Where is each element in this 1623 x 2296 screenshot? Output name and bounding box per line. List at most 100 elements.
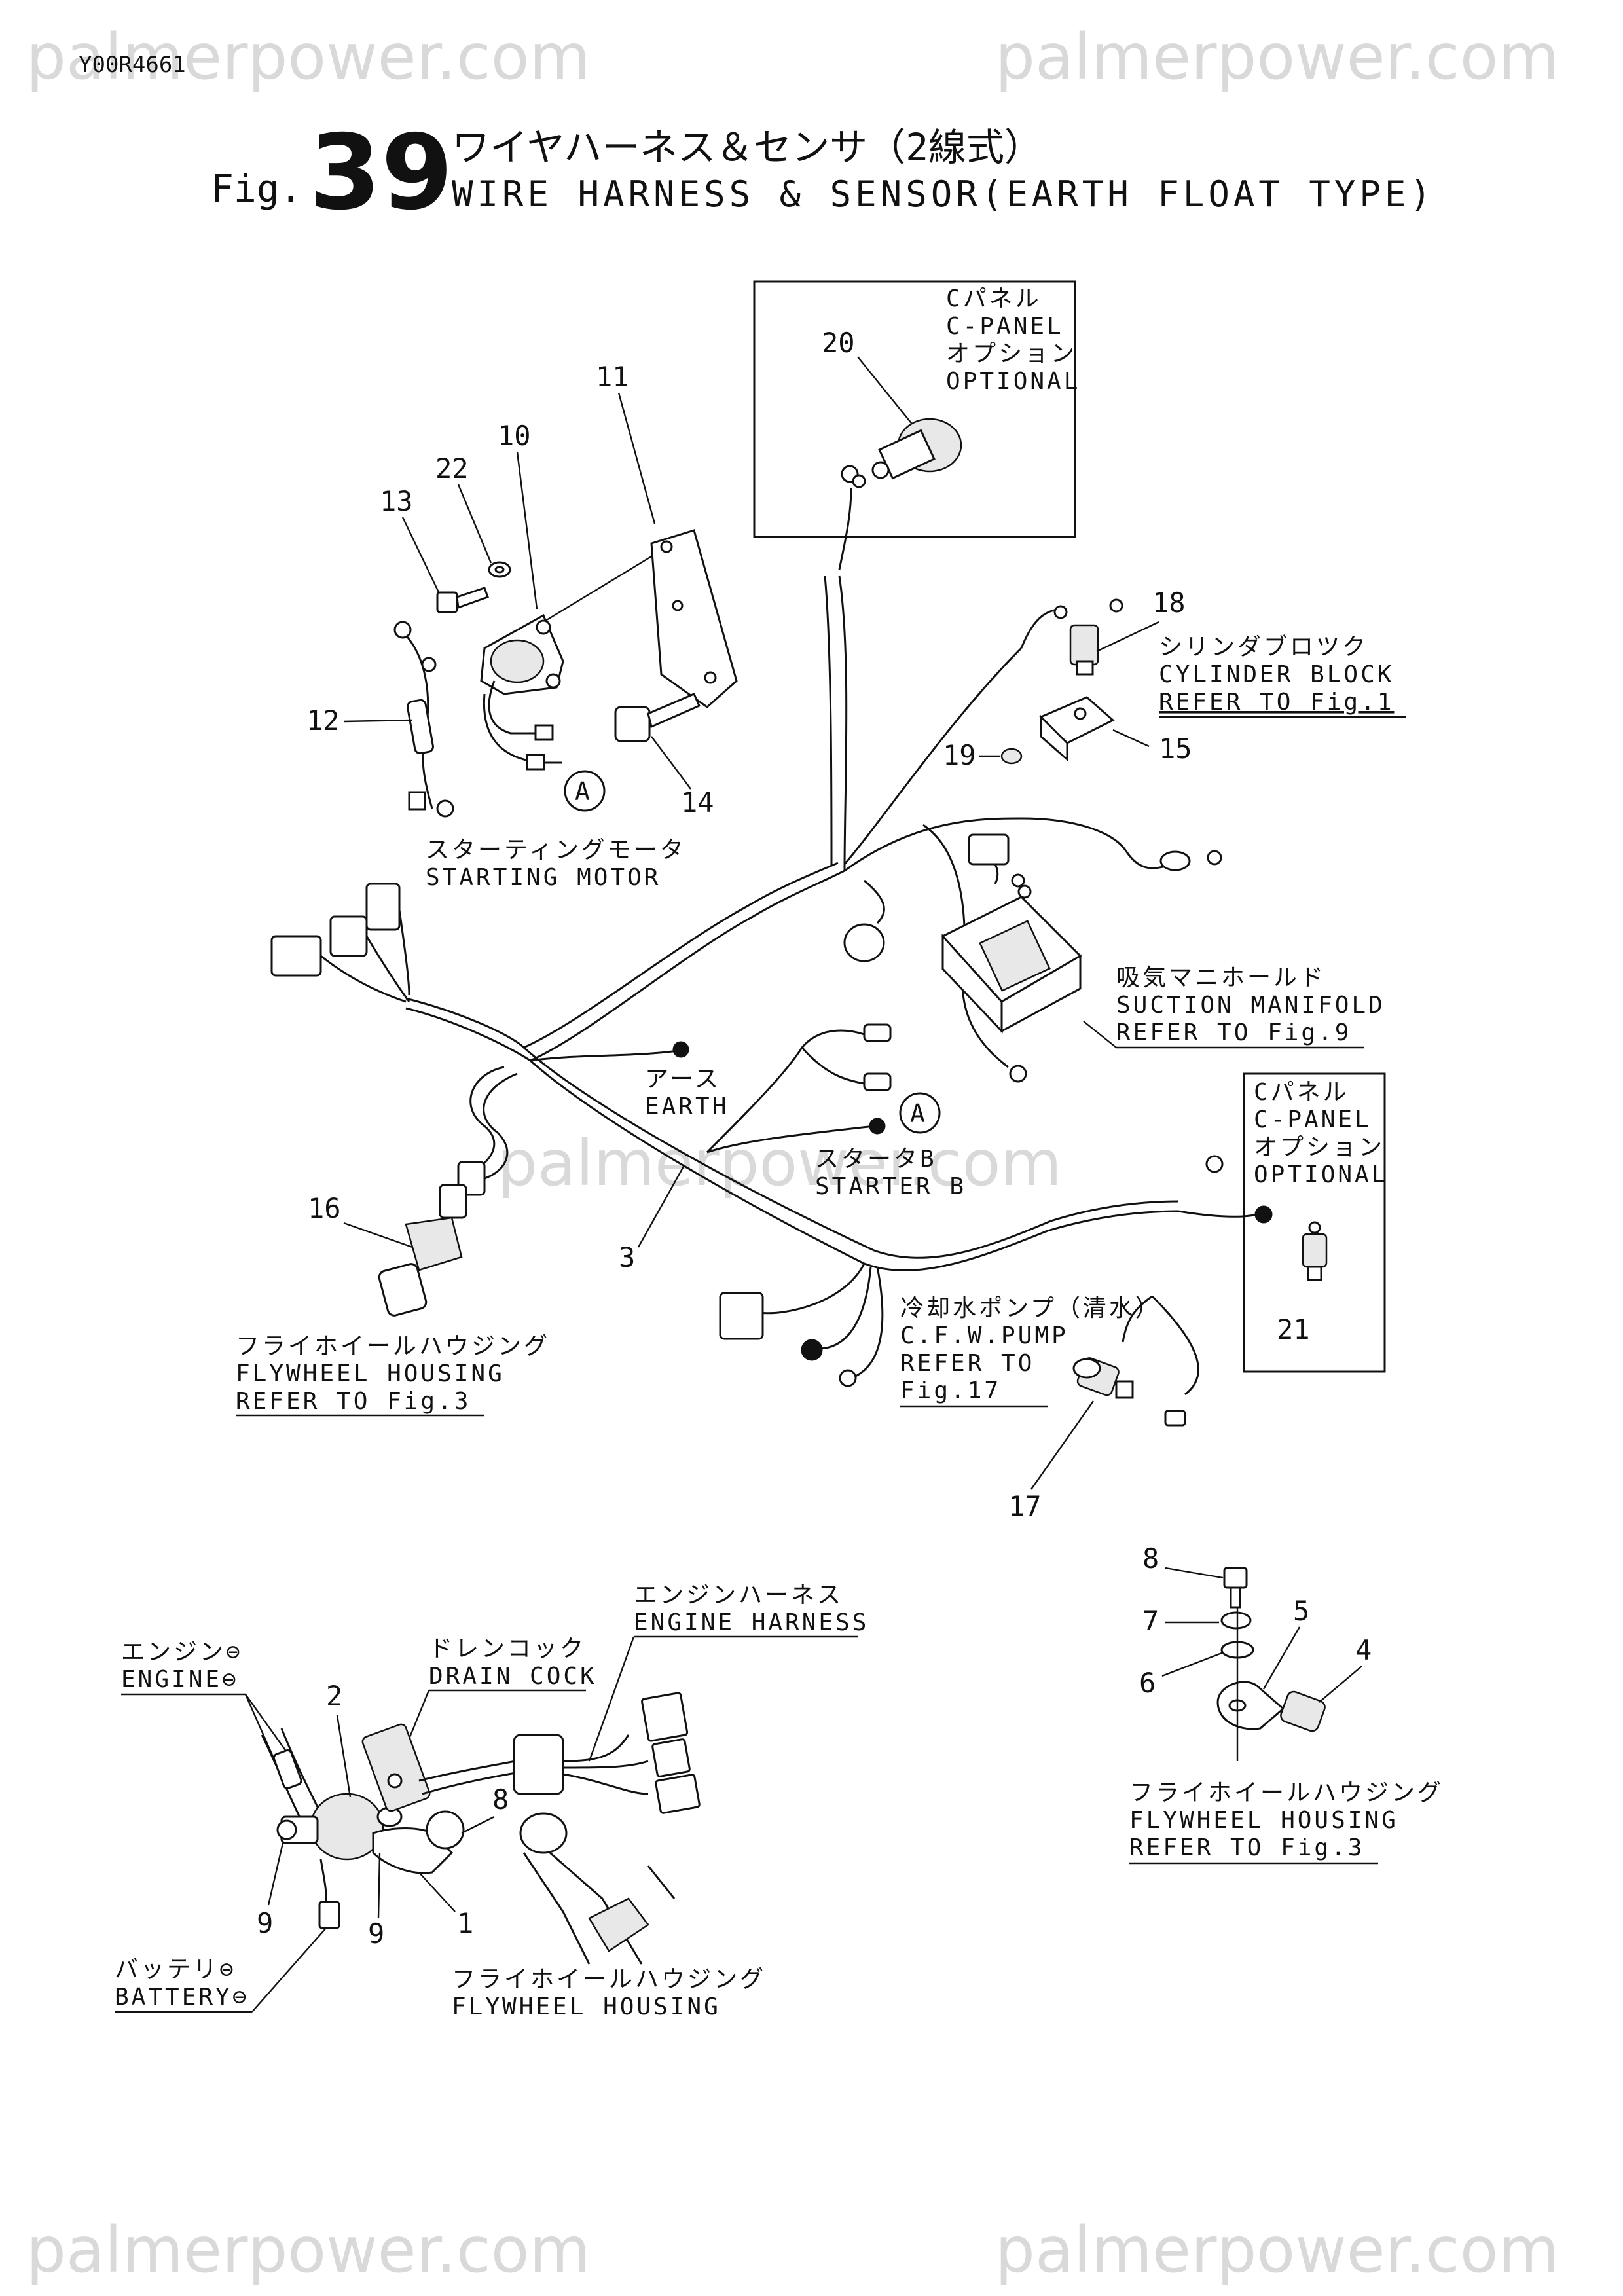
branch-cfw-2 (1122, 1295, 1153, 1343)
flywheel-en-3: FLYWHEEL HOUSING (452, 1994, 721, 2020)
part-number-14: 14 (681, 786, 714, 818)
leader-2 (336, 1715, 352, 1798)
c-panel-en-top: C-PANEL (946, 313, 1064, 340)
wire-c-panel-right (1178, 1210, 1258, 1218)
leader-22 (457, 484, 492, 564)
drain-cock-assembly (261, 1692, 701, 1965)
starter-b-jp: スタータB (815, 1146, 937, 1173)
branch-lower-2 (818, 1266, 872, 1350)
flywheel-jp-2: フライホイールハウジング (1129, 1779, 1444, 1806)
leader-1 (418, 1872, 456, 1912)
washer-c-panel (1205, 1155, 1224, 1173)
branch-a2 (801, 1047, 865, 1085)
starting-motor-jp: スターティングモータ (426, 837, 686, 864)
part-number-3: 3 (619, 1241, 635, 1273)
intake-heater (941, 884, 1082, 1034)
sender-unit-20 (841, 418, 962, 488)
engine-harness-en: ENGINE HARNESS (634, 1609, 869, 1636)
part-number-8-detail: 8 (1142, 1542, 1159, 1575)
washer-lower (839, 1369, 857, 1387)
bracket-link (543, 555, 652, 623)
part-number-9-right: 9 (368, 1918, 384, 1950)
watermark-top-left: palmerpower.com (26, 20, 591, 94)
part-number-8-lower: 8 (492, 1783, 509, 1815)
part-number-22: 22 (435, 452, 469, 484)
adapter-15 (1039, 696, 1115, 762)
fig-prefix: Fig. (211, 166, 302, 211)
battery-neg-en: BATTERY⊖ (115, 1984, 249, 2011)
leader-4 (1319, 1666, 1362, 1703)
part-number-11: 11 (596, 361, 629, 393)
leader-10 (516, 451, 538, 610)
part-number-2: 2 (326, 1680, 342, 1712)
branch-cfw (1151, 1295, 1199, 1396)
leader-8-detail (1165, 1567, 1224, 1579)
part-number-15: 15 (1159, 733, 1192, 765)
leader-9-right (377, 1852, 381, 1919)
watermark-center: palmerpower.com (498, 1127, 1062, 1200)
part-number-4: 4 (1355, 1634, 1372, 1666)
bracket-5 (1216, 1681, 1285, 1730)
circle-a-label-mid: A (910, 1099, 925, 1128)
engine-neg-en: ENGINE⊖ (121, 1666, 239, 1693)
title-english: WIRE HARNESS & SENSOR(EARTH FLOAT TYPE) (452, 173, 1435, 215)
connector-a2 (863, 1072, 892, 1091)
branch-lower-1 (759, 1263, 866, 1315)
leader-battery-neg (251, 1927, 327, 2013)
leader-5 (1262, 1626, 1301, 1690)
leader-18 (1096, 621, 1159, 653)
sensor-21 (1302, 1221, 1328, 1281)
leader-6 (1161, 1652, 1222, 1677)
sensor-16 (378, 1161, 486, 1317)
c-panel-jp-right: Cパネル (1254, 1079, 1349, 1106)
part-number-21: 21 (1277, 1313, 1310, 1345)
leader-8-lower (461, 1815, 495, 1834)
connector-group-left (270, 883, 410, 1003)
leader-17 (1030, 1400, 1094, 1490)
part-number-5: 5 (1293, 1595, 1309, 1627)
leader-suction (1083, 1021, 1117, 1048)
c-panel-box-right (1243, 1072, 1386, 1373)
branch-earth (530, 1049, 678, 1062)
relay-terminal-1 (534, 724, 554, 741)
bolt-14 (614, 693, 701, 742)
ring-terminal-suction (1009, 1065, 1027, 1083)
earth-jp: アース (645, 1066, 721, 1093)
sensor-17 (1072, 1357, 1134, 1399)
branch-cyl-block (843, 647, 1023, 865)
spacer-4 (1280, 1690, 1326, 1732)
drain-cock-en: DRAIN COCK (429, 1663, 597, 1690)
watermark-top-right: palmerpower.com (995, 20, 1559, 94)
part-number-17: 17 (1008, 1490, 1042, 1522)
cyl-block-jp: シリンダブロツク (1159, 634, 1368, 661)
part-number-16: 16 (308, 1192, 341, 1224)
earth-terminal (672, 1041, 689, 1058)
optional-jp-right: オプション (1254, 1134, 1385, 1161)
part-number-9-left: 9 (257, 1907, 273, 1939)
leader-11 (617, 392, 656, 524)
flywheel-jp-3: フライホイールハウジング (452, 1966, 766, 1993)
optional-en-right: OPTIONAL (1254, 1161, 1388, 1188)
cyl-block-en: CYLINDER BLOCK (1159, 661, 1394, 688)
washer-right (1207, 850, 1222, 866)
bolt-8-detail (1223, 1567, 1248, 1609)
plug-19 (1000, 748, 1023, 765)
drain-cock-jp: ドレンコック (429, 1635, 586, 1662)
circle-a-marker-mid (899, 1092, 941, 1134)
part-number-7: 7 (1142, 1605, 1159, 1637)
fig17-label: Fig.17 (900, 1377, 1001, 1404)
part-number-1: 1 (457, 1907, 473, 1939)
refer-fig9: REFER TO Fig.9 (1116, 1019, 1351, 1046)
flywheel-en-1: FLYWHEEL HOUSING (236, 1360, 505, 1387)
circle-a-label-top: A (575, 777, 590, 806)
title-japanese: ワイヤハーネス＆センサ（2線式） (452, 125, 1042, 170)
part-number-6: 6 (1139, 1667, 1156, 1699)
relay-terminal-2 (526, 754, 545, 771)
battery-neg-jp: バッテリ⊖ (115, 1956, 236, 1983)
washer-22 (488, 561, 511, 578)
leader-13 (401, 517, 443, 600)
engine-neg-jp: エンジン⊖ (121, 1639, 243, 1666)
starting-motor-en: STARTING MOTOR (426, 864, 661, 891)
